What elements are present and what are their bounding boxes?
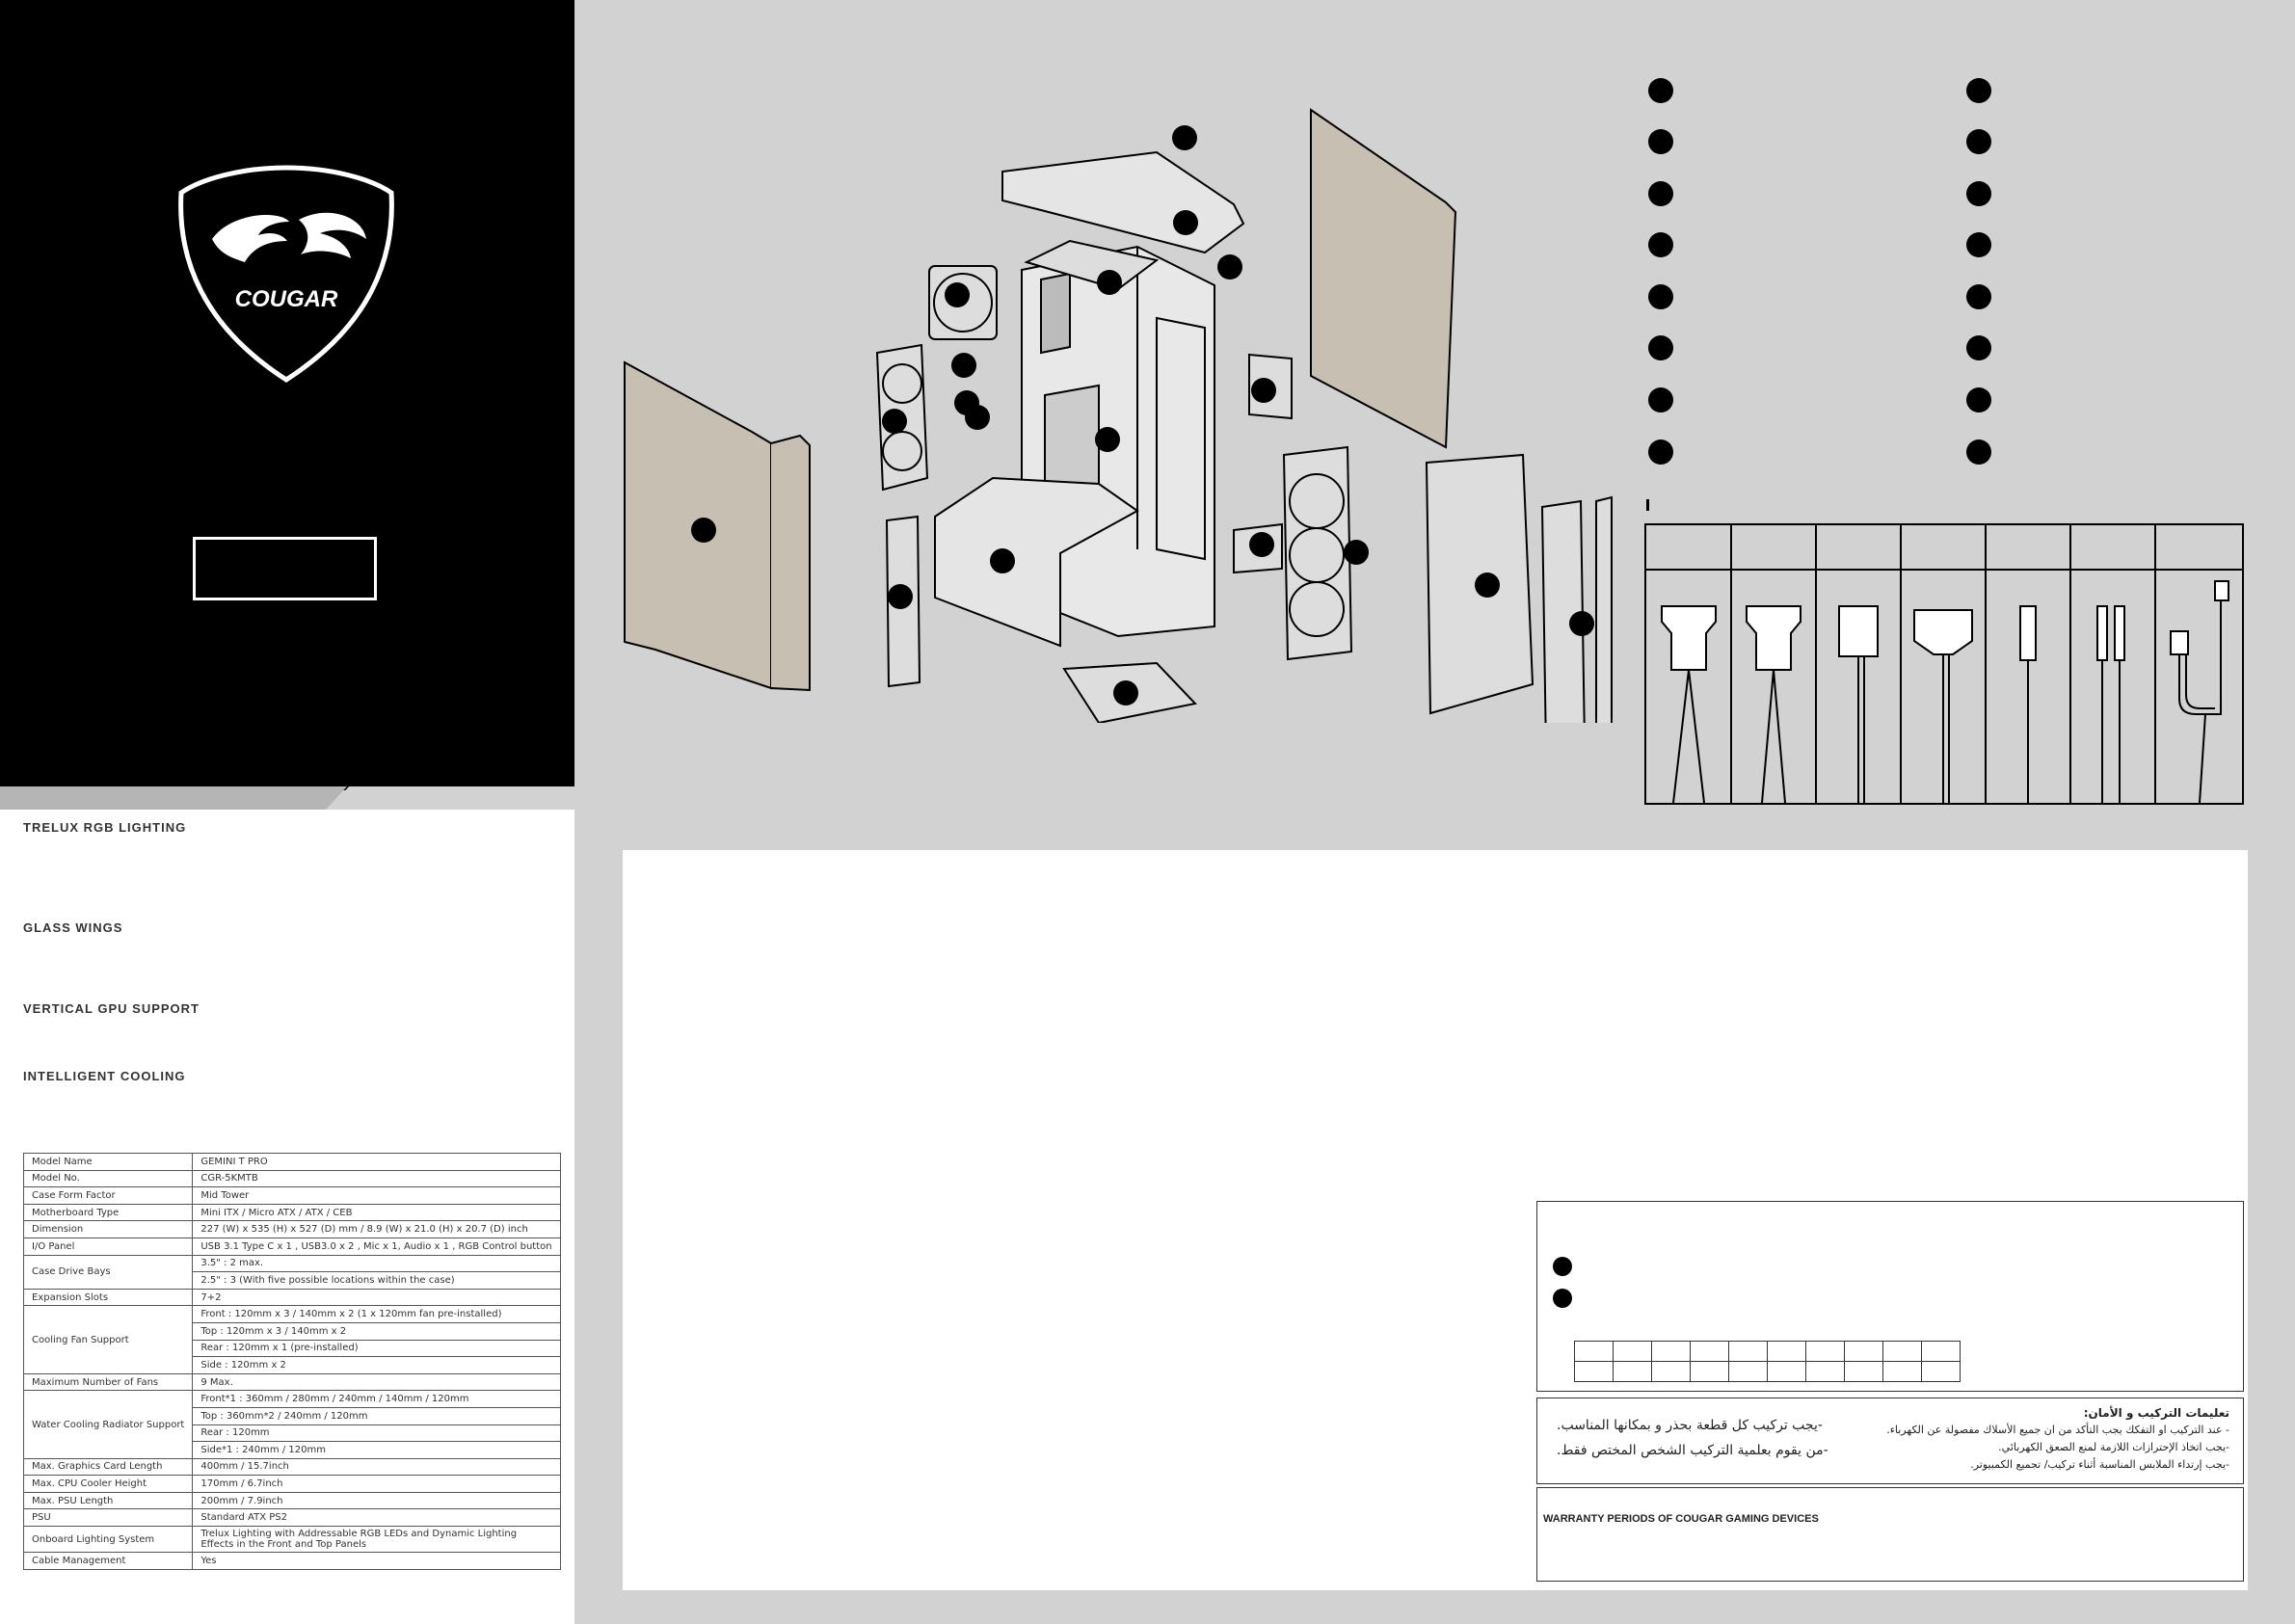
callout-marker xyxy=(1249,532,1274,557)
rgb-connector-icon xyxy=(2170,630,2189,655)
callout-marker xyxy=(945,282,970,307)
switch-connector-icon xyxy=(2096,605,2108,661)
callout-marker xyxy=(1344,540,1369,565)
callout-marker xyxy=(1475,572,1500,598)
callout-marker xyxy=(951,353,976,378)
bullet-marker xyxy=(1553,1289,1572,1308)
front-glass-wing xyxy=(1540,499,1586,723)
callout-marker xyxy=(1172,125,1197,150)
side-glass-wing xyxy=(1595,495,1613,723)
callout-marker xyxy=(1173,210,1198,235)
model-label-box xyxy=(193,537,377,600)
callout-marker xyxy=(882,409,907,434)
callout-marker xyxy=(691,518,716,543)
usb3-connector-icon xyxy=(1746,605,1801,671)
side-panel-right xyxy=(1310,108,1457,449)
legend-marker xyxy=(1966,181,1991,206)
usb-c-connector-icon xyxy=(1661,605,1717,671)
warranty-box: WARRANTY PERIODS OF COUGAR GAMING DEVICE… xyxy=(1536,1487,2244,1582)
top-cover xyxy=(1001,150,1245,254)
sata-power-connector-icon xyxy=(1913,609,1973,655)
legend-marker xyxy=(1648,335,1673,360)
feature-glass-wings-title: GLASS WINGS xyxy=(23,920,123,935)
cover-cut xyxy=(0,786,574,810)
legend-marker xyxy=(1966,284,1991,309)
legend-marker xyxy=(1966,78,1991,103)
safety-line: -يجب إرتداء الملابس المناسبة أثناء تركيب… xyxy=(1970,1458,2229,1471)
callout-marker xyxy=(1097,270,1122,295)
legend-marker xyxy=(1966,129,1991,154)
connector-drawings xyxy=(1646,525,2242,804)
legend-marker xyxy=(1648,232,1673,257)
legend-separator xyxy=(1646,499,1649,511)
feature-vertical-gpu-title: VERTICAL GPU SUPPORT xyxy=(23,1001,200,1016)
psu-shroud xyxy=(934,476,1139,648)
legend-marker xyxy=(1648,387,1673,413)
safety-instructions-arabic: تعليمات التركيب و الأمان: - عند التركيب … xyxy=(1536,1398,2244,1484)
cover-panel: COUGAR xyxy=(0,0,574,790)
legend-marker xyxy=(1966,232,1991,257)
callout-marker xyxy=(1095,427,1120,452)
callout-marker xyxy=(1217,254,1242,280)
callout-marker xyxy=(1251,378,1276,403)
safety-line: -يجب تركيب كل قطعة بحذر و بمكانها المناس… xyxy=(1557,1418,1823,1433)
callout-marker xyxy=(888,584,913,609)
legend-marker xyxy=(1648,284,1673,309)
cable-connectors-table xyxy=(1644,523,2244,805)
safety-title: تعليمات التركيب و الأمان: xyxy=(2083,1406,2229,1420)
callout-marker xyxy=(1569,611,1594,636)
safety-line: -من يقوم بعلمية التركيب الشخص المختص فقط… xyxy=(1557,1443,1828,1458)
callout-marker xyxy=(990,548,1015,573)
front-fans xyxy=(1282,445,1353,661)
led-connector-icon xyxy=(2019,605,2037,661)
exploded-view-diagram xyxy=(624,108,1613,723)
warranty-title: WARRANTY PERIODS OF COUGAR GAMING DEVICE… xyxy=(1543,1513,1819,1525)
legend-marker xyxy=(1966,387,1991,413)
legend-marker xyxy=(1966,335,1991,360)
safety-line: -يجب اتخاذ الإحترازات اللازمة لمنع الصعق… xyxy=(1998,1441,2229,1453)
legend-marker xyxy=(1648,129,1673,154)
callout-marker xyxy=(1113,680,1138,706)
hd-audio-connector-icon xyxy=(1838,605,1879,657)
bullet-marker xyxy=(1553,1257,1572,1276)
legend-marker xyxy=(1648,78,1673,103)
safety-line: - عند التركيب او التفكك يجب التأكد من ان… xyxy=(1886,1424,2229,1436)
instructions-page xyxy=(623,850,2248,1590)
callout-marker xyxy=(954,390,979,415)
warranty-grid xyxy=(1574,1341,1961,1382)
table-row: Model No.CGR-5KMTB xyxy=(22,1169,561,1188)
feature-intelligent-cooling-title: INTELLIGENT COOLING xyxy=(23,1069,186,1083)
cougar-logo: COUGAR xyxy=(178,165,394,383)
logo-text: COUGAR xyxy=(235,286,338,312)
feature-trelux-title: TRELUX RGB LIGHTING xyxy=(23,820,187,835)
legend-marker xyxy=(1966,439,1991,465)
legend-marker xyxy=(1648,181,1673,206)
legend-marker xyxy=(1648,439,1673,465)
top-fan-tray xyxy=(1024,239,1160,291)
installation-box xyxy=(1536,1201,2244,1392)
